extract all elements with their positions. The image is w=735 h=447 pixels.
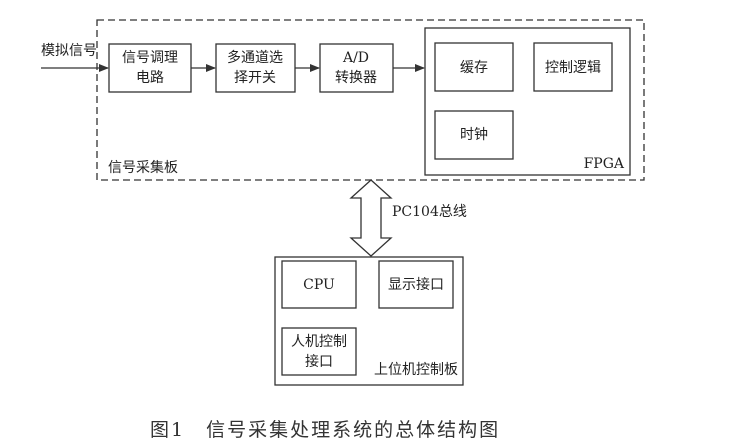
fpga-label: FPGA: [584, 156, 625, 172]
signal-conditioning-line1: 信号调理: [122, 50, 178, 66]
ad-converter-line2: 转换器: [335, 69, 377, 86]
multiplexer-block: [215, 43, 296, 93]
acquisition-board-label: 信号采集板: [108, 159, 178, 176]
buffer-label: 缓存: [460, 60, 488, 76]
buffer-block: [434, 42, 514, 92]
ad-converter-line1: A/D: [342, 50, 369, 66]
pc104-bus-arrow: [349, 179, 393, 257]
display-interface-block: [378, 260, 454, 309]
signal-conditioning-line2: 电路: [136, 70, 164, 86]
hmi-interface-block: [281, 327, 357, 376]
host-board-label: 上位机控制板: [374, 362, 458, 378]
figure-caption: 图1 信号采集处理系统的总体结构图: [150, 419, 500, 441]
pc104-bus-label: PC104总线: [392, 204, 467, 220]
hmi-interface-line1: 人机控制: [291, 334, 347, 350]
multiplexer-line1: 多通道选: [227, 49, 283, 66]
cpu-block: [281, 260, 357, 309]
control-logic-label: 控制逻辑: [545, 60, 601, 76]
control-logic-block: [533, 42, 613, 92]
clock-label: 时钟: [460, 126, 488, 143]
ad-converter-block: [319, 43, 394, 93]
signal-conditioning-block: [108, 43, 192, 93]
multiplexer-line2: 择开关: [234, 70, 276, 86]
hmi-interface-line2: 接口: [305, 353, 333, 370]
clock-block: [434, 110, 514, 160]
display-interface-label: 显示接口: [388, 276, 444, 293]
cpu-label: CPU: [303, 277, 335, 293]
analog-signal-label: 模拟信号: [41, 43, 97, 59]
